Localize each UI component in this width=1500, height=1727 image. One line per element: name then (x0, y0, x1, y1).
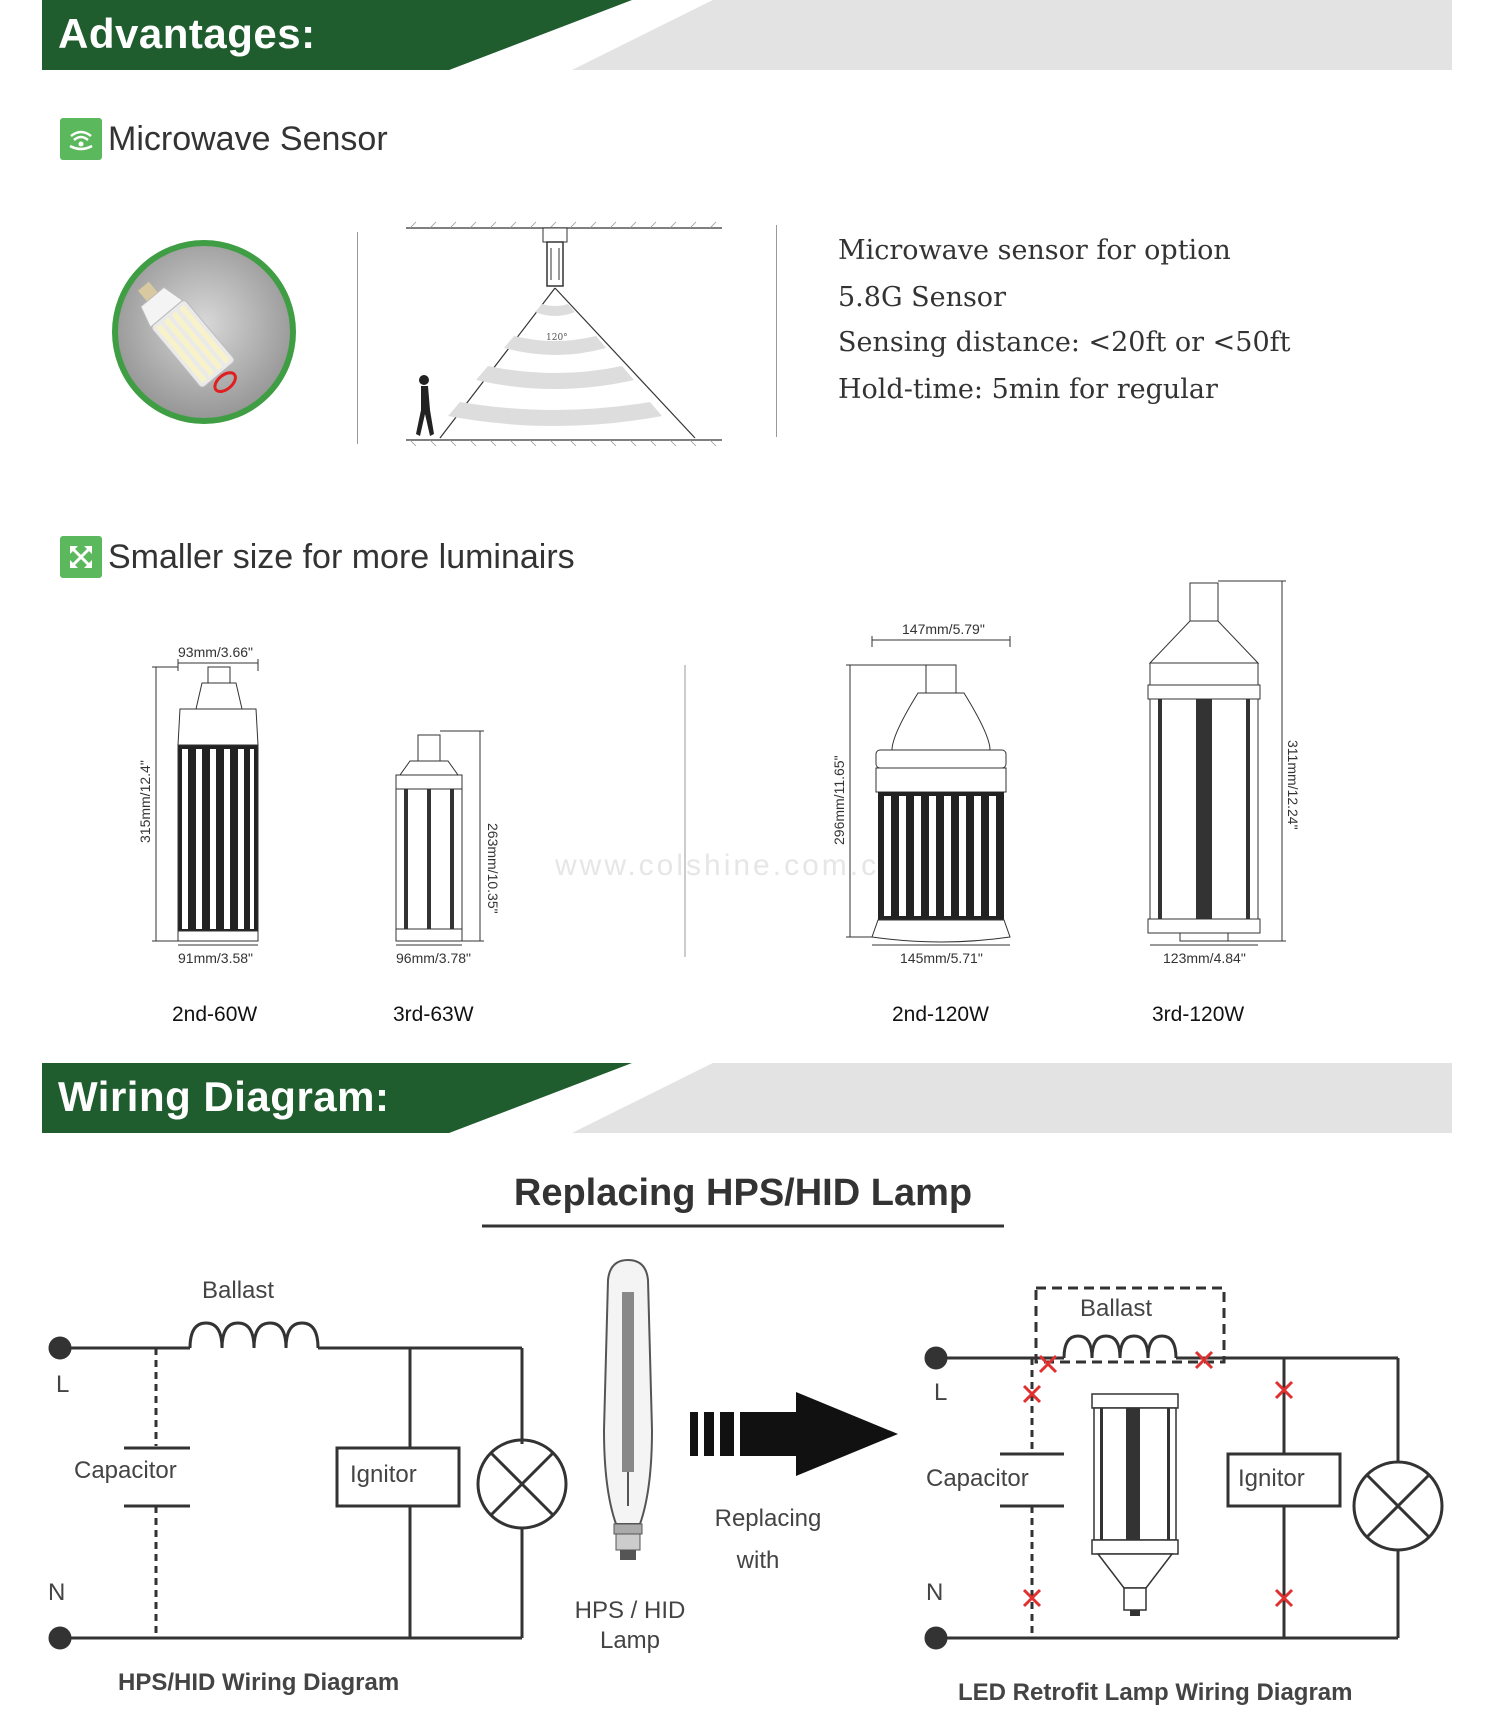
spec-line-1: Microwave sensor for option (838, 235, 1231, 266)
lamp-name-2nd-60w: 2nd-60W (172, 1003, 258, 1026)
led-ballast-label: Ballast (1080, 1295, 1152, 1322)
lamp-2nd-120w-bottom-dim: 145mm/5.71" (900, 950, 983, 966)
spec-line-4: Hold-time: 5min for regular (838, 374, 1218, 405)
led-capacitor-label: Capacitor (926, 1465, 1029, 1492)
wiring-banner: Wiring Diagram: (42, 1063, 1452, 1133)
microwave-heading-row: Microwave Sensor (60, 118, 388, 160)
hps-ignitor-label: Ignitor (350, 1461, 417, 1488)
hps-n-label: N (48, 1579, 65, 1606)
lamp-2nd-120w-top-dim: 147mm/5.79" (902, 621, 985, 637)
lamp-2nd-60w-top-dim: 93mm/3.66" (178, 644, 253, 660)
resize-icon (60, 536, 102, 578)
replacing-arrow-icon (690, 1392, 898, 1476)
led-l-label: L (934, 1379, 947, 1406)
sensor-lamp-photo (110, 238, 298, 426)
lamp-2nd-120w-height-dim: 296mm/11.65" (831, 755, 847, 845)
microwave-sensor-icon (60, 118, 102, 160)
hps-diagram-caption: HPS/HID Wiring Diagram (118, 1669, 399, 1696)
lamp-name-3rd-63w: 3rd-63W (393, 1003, 474, 1026)
led-diagram-caption: LED Retrofit Lamp Wiring Diagram (958, 1679, 1352, 1706)
wiring-title: Wiring Diagram: (58, 1073, 390, 1120)
hps-ballast-label: Ballast (202, 1277, 274, 1304)
wiring-subtitle: Replacing HPS/HID Lamp (514, 1172, 972, 1214)
led-ignitor-label: Ignitor (1238, 1465, 1305, 1492)
lamp-size-drawings: www.colshine.com.cn 93mm/3.66" 315mm/12.… (0, 575, 1500, 975)
watermark-text: www.colshine.com.cn (554, 849, 899, 882)
hps-wiring-diagram (48, 1321, 568, 1650)
lamp-2nd-60w: 93mm/3.66" 315mm/12.4" 91mm/3.58" (137, 644, 259, 966)
hps-capacitor-label: Capacitor (74, 1457, 177, 1484)
sensor-divider-left (357, 232, 358, 444)
hps-lamp-label-2: Lamp (600, 1627, 660, 1654)
led-retrofit-lamp-icon (1091, 1393, 1179, 1616)
led-n-label: N (926, 1579, 943, 1606)
lamp-2nd-60w-height-dim: 315mm/12.4" (137, 760, 153, 843)
lamp-name-2nd-120w: 2nd-120W (892, 1003, 989, 1026)
microwave-heading: Microwave Sensor (108, 119, 388, 158)
lamp-3rd-120w-height-dim: 311mm/12.24" (1285, 740, 1301, 830)
spec-line-3: Sensing distance: <20ft or <50ft (838, 327, 1291, 358)
spec-line-2: 5.8G Sensor (838, 282, 1006, 313)
hps-lamp-label-1: HPS / HID (575, 1597, 686, 1624)
sensor-divider-right (776, 225, 777, 437)
lamp-name-3rd-120w: 3rd-120W (1152, 1003, 1245, 1026)
lamp-3rd-63w: 263mm/10.35" 96mm/3.78" (395, 730, 501, 966)
disconnect-cross-icons (1022, 1350, 1294, 1608)
lamp-2nd-120w: 147mm/5.79" 296mm/11.65" 145mm/5.71" (831, 621, 1011, 966)
lamp-3rd-120w-bottom-dim: 123mm/4.84" (1163, 950, 1246, 966)
lamp-2nd-60w-bottom-dim: 91mm/3.58" (178, 950, 253, 966)
sizes-heading-row: Smaller size for more luminairs (60, 536, 575, 578)
hps-hid-lamp-icon (602, 1258, 654, 1560)
lamp-3rd-63w-bottom-dim: 96mm/3.78" (396, 950, 471, 966)
replacing-label-1: Replacing (715, 1505, 822, 1532)
hps-l-label: L (56, 1371, 69, 1398)
lamp-3rd-63w-height-dim: 263mm/10.35" (485, 823, 501, 914)
sensing-angle-label: 120° (546, 333, 568, 343)
wiring-diagrams: Replacing HPS/HID Lamp Ballast L N Capac… (0, 1160, 1500, 1720)
replacing-label-2: with (736, 1547, 780, 1574)
sensing-range-diagram: 120° (400, 220, 730, 450)
sizes-heading: Smaller size for more luminairs (108, 537, 575, 576)
advantages-title: Advantages: (58, 10, 316, 57)
lamp-3rd-120w: 311mm/12.24" 123mm/4.84" (1147, 580, 1301, 966)
advantages-banner: Advantages: (42, 0, 1452, 70)
led-retrofit-wiring-diagram (924, 1286, 1444, 1650)
